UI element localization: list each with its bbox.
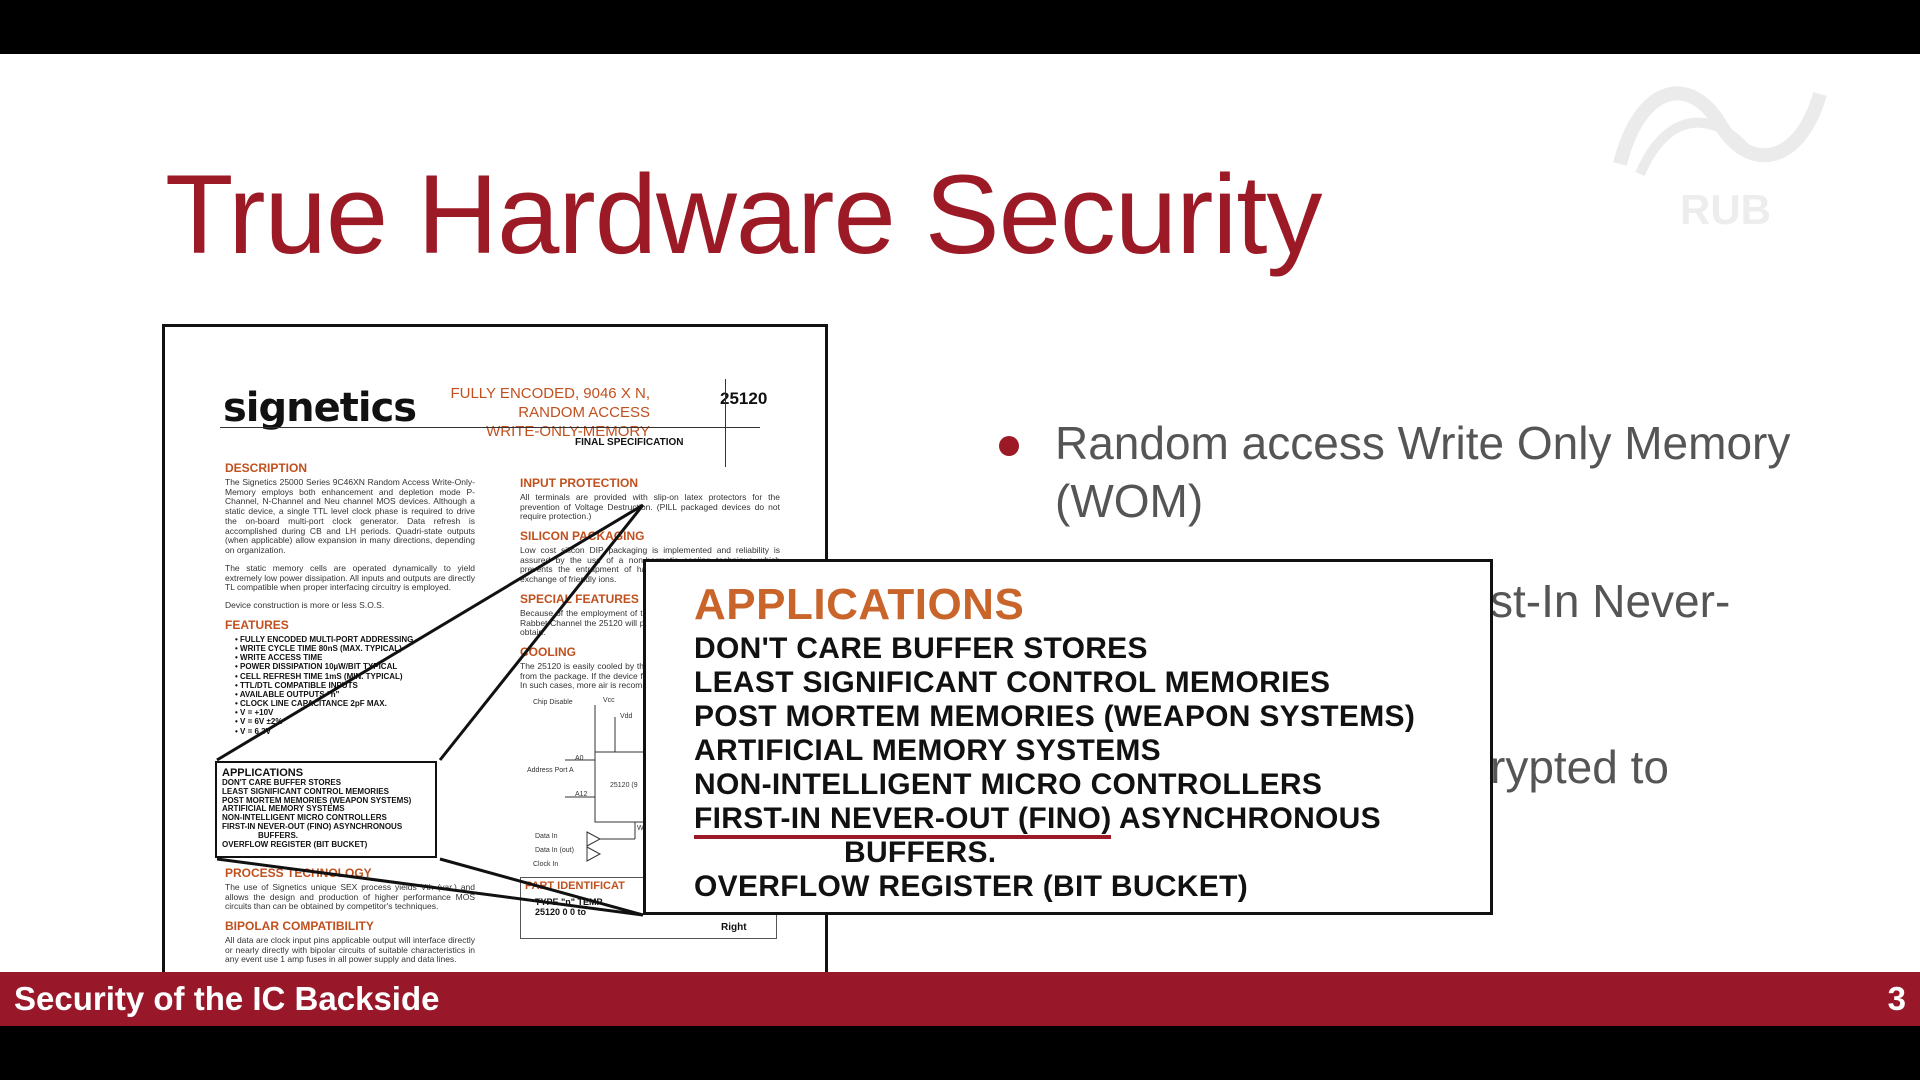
diagram-label: 25120 (9: [610, 782, 638, 789]
input-text: All terminals are provided with slip-on …: [520, 491, 780, 522]
list-item: CLOCK LINE CAPACITANCE 2pF MAX.: [235, 699, 475, 708]
list-item: AVAILABLE OUTPUTS "n": [235, 690, 475, 699]
page-number: 3: [1887, 980, 1906, 1017]
section-heading: PROCESS TECHNOLOGY: [225, 866, 372, 880]
diagram-label: Clock In: [533, 861, 559, 868]
list-item: OVERFLOW REGISTER (BIT BUCKET): [222, 839, 368, 849]
list-item: FIRST-IN NEVER-OUT (FINO) ASYNCHRONOUS: [222, 822, 403, 832]
bullet-item: Random access Write Only Memory (WOM): [995, 414, 1875, 530]
bipolar-text: All data are clock input pins applicable…: [225, 934, 475, 965]
list-item: DON'T CARE BUFFER STORES: [222, 778, 342, 788]
footer-bar: Security of the IC Backside 3: [0, 972, 1920, 1026]
datasheet-heading-line2: WRITE-ONLY-MEMORY: [486, 422, 650, 440]
section-heading: BIPOLAR COMPATIBILITY: [225, 919, 374, 934]
list-item: NON-INTELLIGENT MICRO CONTROLLERS: [222, 813, 387, 823]
divider: [220, 427, 760, 428]
list-item: V = +10V: [235, 708, 475, 717]
list-item: FULLY ENCODED MULTI-PORT ADDRESSING: [235, 635, 475, 644]
applications-box: APPLICATIONS DON'T CARE BUFFER STORES LE…: [215, 761, 437, 858]
description-text: Device construction is more or less S.O.…: [225, 600, 385, 611]
diagram-label: Chip Disable: [533, 699, 573, 706]
list-item: WRITE ACCESS TIME: [235, 653, 475, 662]
list-item: POST MORTEM MEMORIES (WEAPON SYSTEMS): [222, 795, 412, 805]
callout-line: LEAST SIGNIFICANT CONTROL MEMORIES: [694, 666, 1331, 699]
datasheet-heading-line1: FULLY ENCODED, 9046 X N, RANDOM ACCESS: [450, 385, 650, 421]
fino-highlight: FIRST-IN NEVER-OUT (FINO): [694, 802, 1112, 839]
callout-line: ARTIFICIAL MEMORY SYSTEMS: [694, 734, 1161, 767]
bullet-list: Random access Write Only Memory (WOM): [995, 414, 1875, 530]
section-heading: SILICON PACKAGING: [520, 529, 645, 544]
description-text: The Signetics 25000 Series 9C46XN Random…: [225, 476, 475, 556]
callout-line-fino: FIRST-IN NEVER-OUT (FINO) ASYNCHRONOUS: [694, 802, 1442, 839]
bullet-text-fragment: st-In Never-: [1490, 575, 1731, 627]
diagram-label: Vdd: [620, 713, 633, 720]
list-item: LEAST SIGNIFICANT CONTROL MEMORIES: [222, 786, 389, 796]
callout-line-rest: ASYNCHRONOUS: [1111, 802, 1381, 835]
final-specification: FINAL SPECIFICATION: [575, 437, 684, 448]
university-logo: RUB: [1600, 64, 1840, 233]
process-text: The use of Signetics unique SEX process …: [225, 881, 475, 912]
slide: True Hardware Security RUB signetics FUL…: [0, 54, 1920, 1026]
list-item: TTL/DTL COMPATIBLE INPUTS: [235, 681, 475, 690]
list-item: ARTIFICIAL MEMORY SYSTEMS: [222, 804, 345, 814]
footer-title: Security of the IC Backside: [14, 980, 440, 1017]
list-item: V = 6.3V: [235, 727, 475, 736]
callout-line: NON-INTELLIGENT MICRO CONTROLLERS: [694, 768, 1323, 801]
part-number: 25120: [720, 389, 768, 408]
callout-line: POST MORTEM MEMORIES (WEAPON SYSTEMS): [694, 700, 1416, 733]
table-cell: Right: [721, 922, 747, 933]
datasheet-heading: FULLY ENCODED, 9046 X N, RANDOM ACCESS W…: [395, 385, 650, 441]
divider: [725, 379, 726, 467]
list-item: V = 6V ±2%: [235, 717, 475, 726]
bullet-text-fragment: rypted to: [1490, 741, 1669, 793]
diagram-label: Vcc: [603, 697, 615, 704]
datasheet-left-column: DESCRIPTION The Signetics 25000 Series 9…: [225, 461, 475, 744]
callout-line: BUFFERS.: [844, 836, 997, 869]
signetics-logo: signetics: [223, 385, 417, 431]
section-heading: DESCRIPTION: [225, 461, 308, 475]
diagram-label: Data In (out): [535, 847, 574, 854]
description-text: The static memory cells are operated dyn…: [225, 562, 475, 593]
list-item: POWER DISSIPATION 10µW/BIT TYPICAL: [235, 662, 475, 671]
section-heading: INPUT PROTECTION: [520, 476, 639, 490]
list-item: BUFFERS.: [258, 830, 298, 840]
list-item: CELL REFRESH TIME 1mS (MIN. TYPICAL): [235, 672, 475, 681]
list-item: WRITE CYCLE TIME 80nS (MAX. TYPICAL): [235, 644, 475, 653]
logo-mark-icon: [1613, 86, 1827, 176]
bullet-text: Random access Write Only Memory (WOM): [1055, 417, 1791, 527]
diagram-label: Address Port A: [527, 767, 574, 774]
section-heading: FEATURES: [225, 617, 289, 632]
section-heading: APPLICATIONS: [222, 767, 304, 779]
callout-title: APPLICATIONS: [694, 580, 1025, 629]
diagram-label: A12: [575, 791, 588, 798]
features-list: FULLY ENCODED MULTI-PORT ADDRESSING WRIT…: [225, 635, 475, 736]
diagram-label: Data In: [535, 833, 558, 840]
callout-line: DON'T CARE BUFFER STORES: [694, 632, 1148, 665]
applications-callout: APPLICATIONS DON'T CARE BUFFER STORES LE…: [643, 559, 1493, 915]
slide-title: True Hardware Security: [165, 152, 1322, 277]
callout-line: OVERFLOW REGISTER (BIT BUCKET): [694, 870, 1248, 903]
diagram-label: A0: [575, 755, 584, 762]
datasheet-bottom-left: PROCESS TECHNOLOGY The use of Signetics …: [225, 866, 475, 973]
logo-text: RUB: [1680, 186, 1771, 233]
